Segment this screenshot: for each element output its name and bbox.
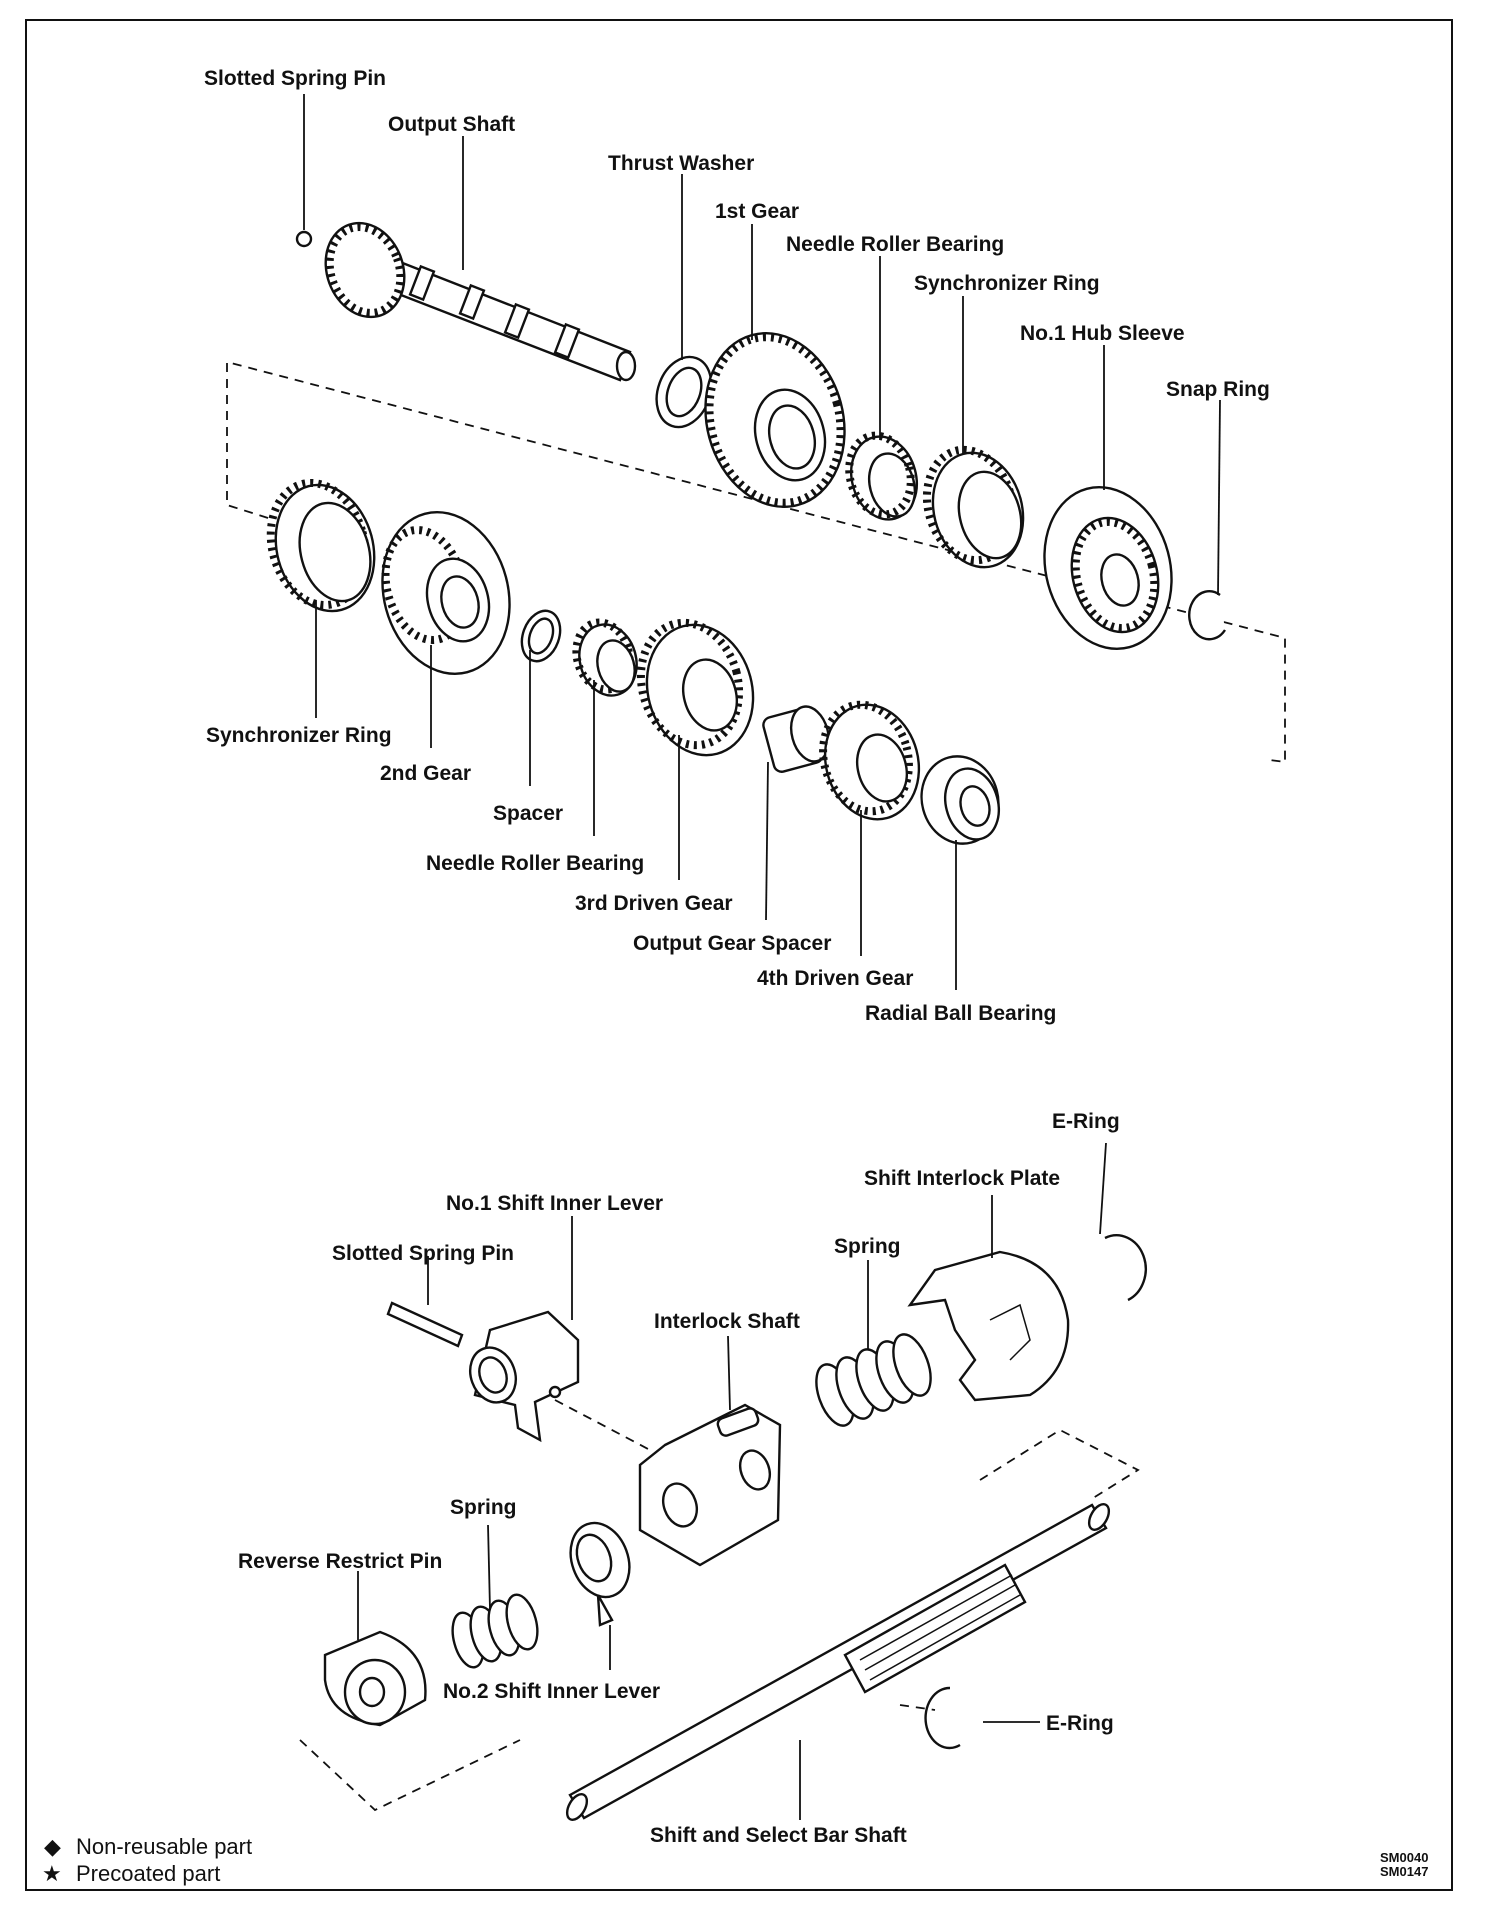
spring-top-part xyxy=(815,1333,932,1427)
synchronizer-ring-bottom-part xyxy=(266,478,376,613)
label-output-shaft: Output Shaft xyxy=(388,113,515,136)
bottom-leader-lines xyxy=(357,1142,1107,1820)
no1-hub-sleeve-part xyxy=(1043,485,1173,651)
snap-ring-part xyxy=(1188,590,1227,641)
legend-precoated-text: Precoated part xyxy=(76,1861,220,1886)
label-slotted-spring-pin-bottom: Slotted Spring Pin xyxy=(332,1242,514,1265)
label-e-ring-bottom: E-Ring xyxy=(1046,1712,1114,1735)
label-snap-ring: Snap Ring xyxy=(1166,378,1270,401)
output-shaft-part xyxy=(324,221,637,382)
thrust-washer-part xyxy=(655,355,713,429)
part-labels: Slotted Spring Pin Output Shaft Thrust W… xyxy=(204,67,1270,1847)
label-spacer: Spacer xyxy=(493,802,563,825)
slotted-spring-pin-top-part xyxy=(295,230,313,248)
label-no2-shift-inner-lever: No.2 Shift Inner Lever xyxy=(443,1680,660,1703)
label-radial-ball-bearing: Radial Ball Bearing xyxy=(865,1002,1056,1025)
needle-roller-bearing-bottom-part xyxy=(572,618,638,697)
top-assembly-dashed-outline xyxy=(226,360,1286,764)
interlock-shaft-part xyxy=(638,1403,782,1567)
slotted-spring-pin-bottom-part xyxy=(386,1301,464,1348)
label-spring-bottom: Spring xyxy=(450,1496,517,1519)
synchronizer-ring-top-part xyxy=(922,445,1025,569)
label-shift-interlock-plate: Shift Interlock Plate xyxy=(864,1167,1060,1190)
e-ring-top-part xyxy=(1104,1234,1147,1302)
reference-code-2: SM0147 xyxy=(1380,1864,1428,1879)
legend-precoated-symbol: ★ xyxy=(42,1861,62,1886)
reverse-restrict-pin-part xyxy=(323,1630,427,1727)
legend-non-reusable-text: Non-reusable part xyxy=(76,1834,252,1859)
fourth-driven-gear-part xyxy=(819,700,921,821)
no1-shift-inner-lever-part xyxy=(469,1310,580,1443)
bottom-dashed-lines xyxy=(299,1399,1140,1812)
label-synchronizer-ring-top: Synchronizer Ring xyxy=(914,272,1100,295)
needle-roller-bearing-top-part xyxy=(845,431,918,521)
label-second-gear: 2nd Gear xyxy=(380,762,471,785)
e-ring-bottom-part xyxy=(924,1686,961,1750)
label-reverse-restrict-pin: Reverse Restrict Pin xyxy=(238,1550,442,1573)
label-first-gear: 1st Gear xyxy=(715,200,799,223)
shift-interlock-plate-part xyxy=(907,1250,1070,1402)
legend-non-reusable-symbol: ◆ xyxy=(44,1834,61,1859)
spring-bottom-part xyxy=(451,1593,539,1669)
label-shift-and-select-bar-shaft: Shift and Select Bar Shaft xyxy=(650,1824,907,1847)
label-synchronizer-ring-bottom: Synchronizer Ring xyxy=(206,724,392,747)
label-output-gear-spacer: Output Gear Spacer xyxy=(633,932,831,955)
label-no1-hub-sleeve: No.1 Hub Sleeve xyxy=(1020,322,1185,345)
label-slotted-spring-pin-top: Slotted Spring Pin xyxy=(204,67,386,90)
label-third-driven-gear: 3rd Driven Gear xyxy=(575,892,733,915)
label-e-ring-top: E-Ring xyxy=(1052,1110,1120,1133)
no2-shift-inner-lever-part xyxy=(569,1521,631,1627)
reference-code-1: SM0040 xyxy=(1380,1850,1428,1865)
label-interlock-shaft: Interlock Shaft xyxy=(654,1310,800,1333)
top-leader-lines xyxy=(303,94,1221,990)
first-gear-part xyxy=(704,331,846,509)
label-thrust-washer: Thrust Washer xyxy=(608,152,754,175)
label-needle-roller-bearing-top: Needle Roller Bearing xyxy=(786,233,1004,256)
radial-ball-bearing-part xyxy=(920,755,1000,845)
third-driven-gear-part xyxy=(636,618,755,757)
spacer-part xyxy=(520,609,562,663)
label-fourth-driven-gear: 4th Driven Gear xyxy=(757,967,913,990)
second-gear-part xyxy=(381,510,511,676)
label-spring-top: Spring xyxy=(834,1235,901,1258)
reference-codes: SM0040 SM0147 xyxy=(1380,1850,1428,1879)
shift-and-select-bar-shaft-part xyxy=(565,1503,1111,1821)
label-no1-shift-inner-lever: No.1 Shift Inner Lever xyxy=(446,1192,663,1215)
output-gear-spacer-part xyxy=(762,705,831,773)
label-needle-roller-bearing-bottom: Needle Roller Bearing xyxy=(426,852,644,875)
page-frame xyxy=(25,19,1453,1891)
legend: ◆ Non-reusable part ★ Precoated part xyxy=(42,1834,252,1886)
